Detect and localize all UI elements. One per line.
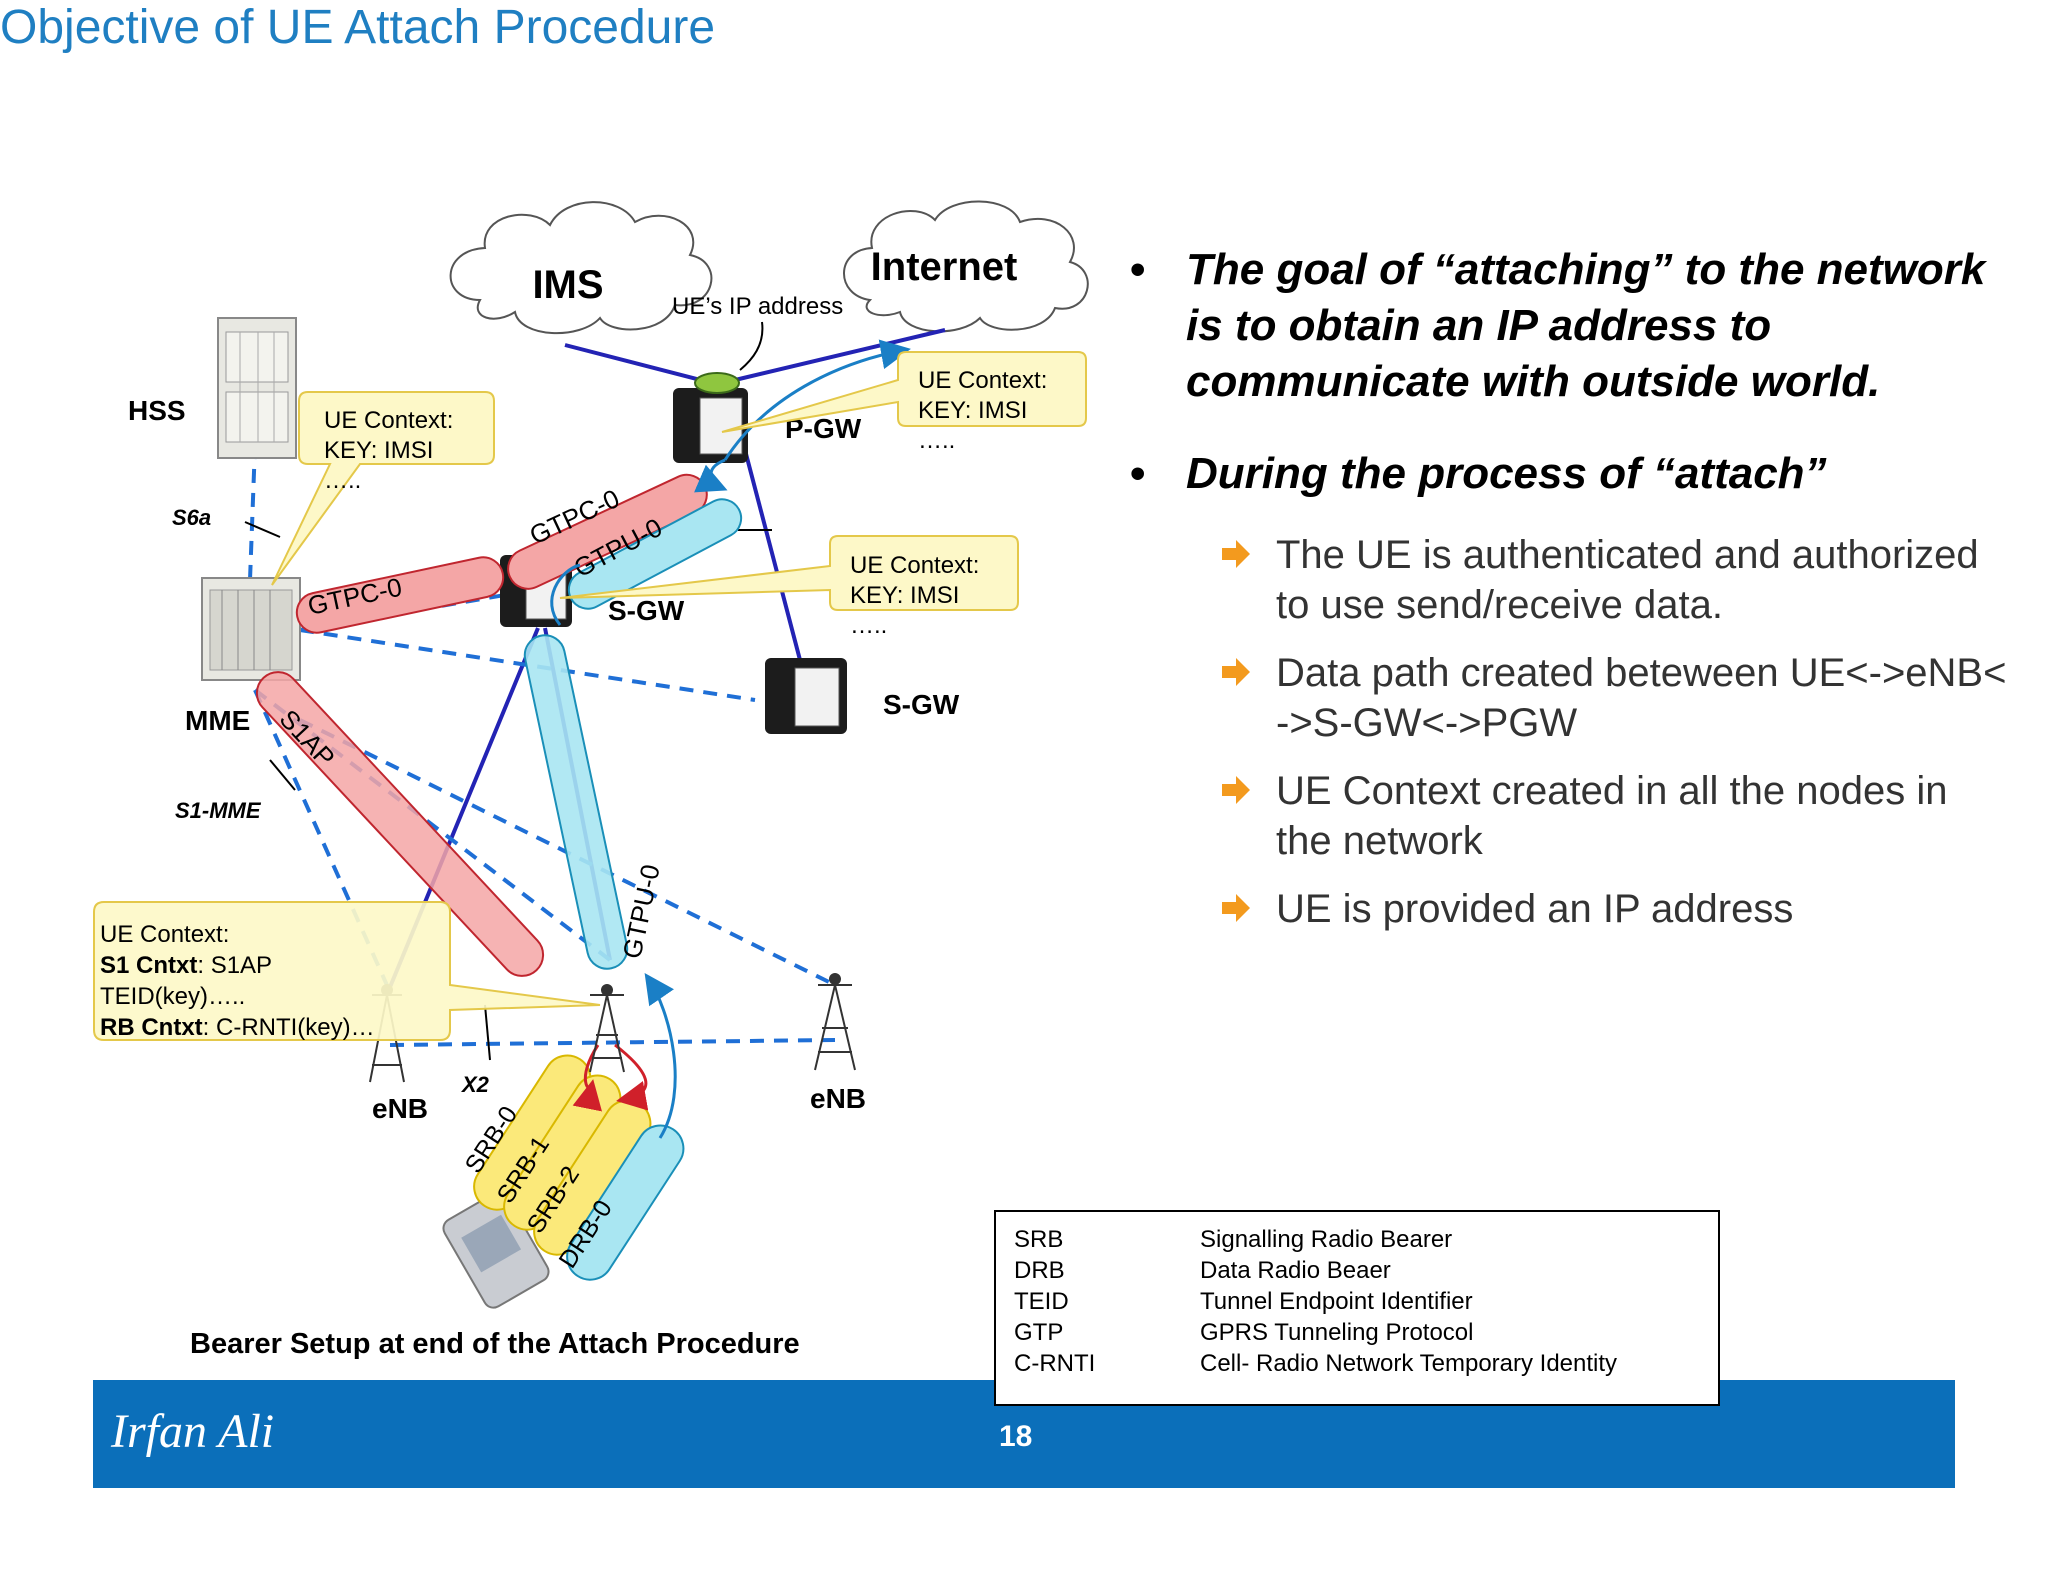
enb-callout-rb-line: RB Cntxt: C-RNTI(key)… bbox=[100, 1014, 375, 1041]
glossary-full: Signalling Radio Bearer bbox=[1200, 1226, 1453, 1253]
hss-label: HSS bbox=[128, 395, 186, 426]
ip-address-pointer bbox=[739, 321, 764, 371]
enb-callout-s1-value: : S1AP bbox=[197, 952, 272, 979]
bullet-list: • The goal of “attaching” to the network… bbox=[1130, 242, 2010, 952]
enb-callout-teid-line: TEID(key)….. bbox=[100, 983, 245, 1010]
ims-label: IMS bbox=[532, 263, 603, 307]
hss-context-callout bbox=[271, 391, 495, 586]
glossary-abbr: GTP bbox=[1014, 1319, 1064, 1346]
bullet-goal-text: The goal of “attaching” to the network i… bbox=[1186, 245, 1986, 406]
enb-callout-s1-line: S1 Cntxt: S1AP bbox=[100, 952, 272, 979]
pgw-callout-line1: UE Context: bbox=[918, 367, 1047, 394]
s6a-label: S6a bbox=[172, 505, 211, 530]
bullet-dot-icon: • bbox=[1130, 449, 1146, 498]
mme-server-icon bbox=[201, 577, 301, 681]
sub-bullet-data-path: Data path created beteween UE<->eNB<->S-… bbox=[1130, 648, 2010, 748]
glossary-full: Tunnel Endpoint Identifier bbox=[1200, 1288, 1473, 1315]
hss-callout-line1: UE Context: bbox=[324, 407, 453, 434]
enb-right-tower-icon bbox=[814, 973, 856, 1071]
bullet-dot-icon: • bbox=[1130, 245, 1146, 294]
glossary-abbr: DRB bbox=[1014, 1257, 1065, 1284]
sgw-callout-line2: KEY: IMSI bbox=[850, 582, 959, 609]
sgw-callout-line1: UE Context: bbox=[850, 552, 979, 579]
glossary-abbr: TEID bbox=[1014, 1288, 1069, 1315]
diagram-caption: Bearer Setup at end of the Attach Proced… bbox=[190, 1328, 800, 1360]
ue-ip-address-label: UE’s IP address bbox=[672, 293, 843, 320]
ims-cloud bbox=[449, 201, 713, 335]
bullet-attach-process: • During the process of “attach” bbox=[1130, 446, 2010, 502]
page-number: 18 bbox=[999, 1420, 1033, 1453]
glossary-row: GTP GPRS Tunneling Protocol bbox=[1014, 1317, 1718, 1348]
enb-callout-rb-value: : C-RNTI(key)… bbox=[203, 1014, 375, 1041]
ue-phone-icon bbox=[442, 1191, 550, 1309]
enb-left-label: eNB bbox=[372, 1093, 428, 1124]
sgw-context-callout bbox=[559, 535, 1019, 611]
enb-callout-line1: UE Context: bbox=[100, 921, 229, 948]
glossary-row: SRB Signalling Radio Bearer bbox=[1014, 1224, 1718, 1255]
bullet-attach-text: During the process of “attach” bbox=[1186, 449, 1827, 498]
gtpu-enb-label: GTPU-0 bbox=[617, 862, 666, 961]
sgw-callout-line3: ….. bbox=[850, 612, 887, 639]
glossary-row: DRB Data Radio Beaer bbox=[1014, 1255, 1718, 1286]
pgw-callout-line3: ….. bbox=[918, 427, 955, 454]
sgw-second-box-icon bbox=[765, 658, 847, 734]
glossary-full: GPRS Tunneling Protocol bbox=[1200, 1319, 1474, 1346]
glossary-row: TEID Tunnel Endpoint Identifier bbox=[1014, 1286, 1718, 1317]
footer-author: Irfan Ali bbox=[111, 1405, 275, 1458]
internet-label: Internet bbox=[871, 245, 1018, 289]
hss-callout-line2: KEY: IMSI bbox=[324, 437, 433, 464]
drb0-tunnel bbox=[566, 1124, 685, 1281]
pgw-context-callout bbox=[721, 351, 1087, 433]
sgw-second-label: S-GW bbox=[883, 689, 960, 720]
sub-bullet-text: Data path created beteween UE<->eNB<->S-… bbox=[1276, 651, 2007, 745]
slide-title: Objective of UE Attach Procedure bbox=[0, 1, 716, 54]
s1ap-tunnel bbox=[255, 671, 545, 977]
enb-callout-rb-label: RB Cntxt bbox=[100, 1014, 203, 1041]
glossary-full: Cell- Radio Network Temporary Identity bbox=[1200, 1350, 1618, 1377]
glossary-full: Data Radio Beaer bbox=[1200, 1257, 1391, 1284]
data-path-curves bbox=[550, 339, 911, 1139]
s1-mme-label: S1-MME bbox=[175, 798, 262, 823]
sub-bullet-text: UE Context created in all the nodes in t… bbox=[1276, 769, 1948, 863]
gtpc-mme-tunnel bbox=[295, 556, 505, 634]
glossary-abbr: SRB bbox=[1014, 1226, 1064, 1253]
x2-label: X2 bbox=[460, 1072, 490, 1097]
bullet-goal: • The goal of “attaching” to the network… bbox=[1130, 242, 2010, 410]
hss-callout-line3: ….. bbox=[324, 467, 361, 494]
orange-arrow-icon bbox=[1222, 894, 1250, 922]
pgw-callout-line2: KEY: IMSI bbox=[918, 397, 1027, 424]
glossary-table: SRB Signalling Radio Bearer DRB Data Radio… bbox=[994, 1210, 1720, 1406]
gtpu-enb-tunnel bbox=[523, 634, 629, 970]
hss-server-icon bbox=[217, 317, 297, 459]
enb-context-callout bbox=[93, 901, 601, 1041]
sub-bullet-authenticated: The UE is authenticated and authorized t… bbox=[1130, 530, 2010, 630]
glossary-row: C-RNTI Cell- Radio Network Temporary Iden… bbox=[1014, 1348, 1718, 1379]
sub-bullet-ip-address: UE is provided an IP address bbox=[1130, 884, 2010, 934]
enb-center-tower-icon bbox=[589, 984, 625, 1073]
mme-label: MME bbox=[185, 705, 250, 736]
glossary-abbr: C-RNTI bbox=[1014, 1350, 1096, 1377]
orange-arrow-icon bbox=[1222, 658, 1250, 686]
orange-arrow-icon bbox=[1222, 776, 1250, 804]
orange-arrow-icon bbox=[1222, 540, 1250, 568]
enb-right-label: eNB bbox=[810, 1083, 866, 1114]
sub-bullet-text: The UE is authenticated and authorized t… bbox=[1276, 533, 1979, 627]
enb-callout-s1-label: S1 Cntxt bbox=[100, 952, 197, 979]
interface-ticks bbox=[244, 521, 772, 1061]
sub-bullet-text: UE is provided an IP address bbox=[1276, 887, 1794, 931]
pgw-box-icon bbox=[673, 372, 748, 463]
sgw-label: S-GW bbox=[608, 595, 685, 626]
sub-bullet-ue-context: UE Context created in all the nodes in t… bbox=[1130, 766, 2010, 866]
